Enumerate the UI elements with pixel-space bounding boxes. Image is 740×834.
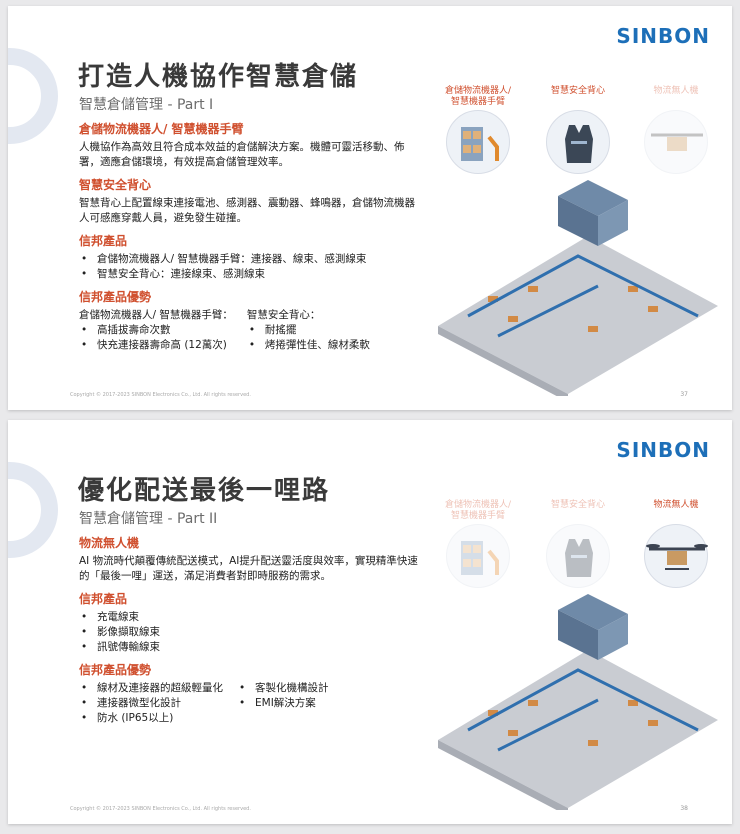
decorative-ring — [8, 462, 58, 558]
list-item: 烤捲彈性佳、線材柔軟 — [247, 338, 370, 353]
advantage-columns: 線材及連接器的超級輕量化 連接器微型化設計 防水 (IP65以上) 客製化機構設… — [79, 681, 419, 726]
slide-part-1: SINBON 打造人機協作智慧倉儲 智慧倉儲管理 - Part I 倉儲物流機器… — [8, 6, 732, 410]
page-number: 37 — [680, 391, 688, 398]
list-item: 影像擷取線束 — [79, 625, 419, 640]
advantage-column: 客製化機構設計 EMI解決方案 — [237, 681, 329, 726]
slide-subtitle: 智慧倉儲管理 - Part II — [79, 511, 218, 527]
sinbon-logo: SINBON — [616, 24, 710, 48]
advantage-list: 線材及連接器的超級輕量化 連接器微型化設計 防水 (IP65以上) — [79, 681, 223, 726]
copyright: Copyright © 2017-2023 SINBON Electronics… — [70, 806, 251, 812]
list-item: 快充連接器壽命高 (12萬次) — [79, 338, 233, 353]
robot-arm-shelf-icon — [446, 110, 510, 174]
product-list: 充電線束 影像擷取線束 訊號傳輸線束 — [79, 610, 419, 655]
category-safety-vest: 智慧安全背心 — [533, 86, 623, 174]
category-label: 物流無人機 — [653, 500, 699, 510]
sinbon-logo: SINBON — [616, 438, 710, 462]
category-icons: 倉儲物流機器人/ 智慧機器手臂 智慧安全背心 物流無人機 — [433, 500, 723, 588]
slide-part-2: SINBON 優化配送最後一哩路 智慧倉儲管理 - Part II 物流無人機 … — [8, 420, 732, 824]
list-item: 耐搖擺 — [247, 323, 370, 338]
advantage-list: 高插拔壽命次數 快充連接器壽命高 (12萬次) — [79, 323, 233, 353]
section-title: 智慧安全背心 — [79, 178, 152, 192]
category-label: 智慧安全背心 — [550, 86, 605, 96]
advantage-columns: 倉儲物流機器人/ 智慧機器手臂： 高插拔壽命次數 快充連接器壽命高 (12萬次)… — [79, 308, 419, 353]
category-label: 倉儲物流機器人/ 智慧機器手臂 — [444, 86, 512, 107]
drone-icon — [644, 110, 708, 174]
category-robot-arm: 倉儲物流機器人/ 智慧機器手臂 — [433, 86, 523, 174]
warehouse-illustration — [428, 166, 726, 402]
list-item: 線材及連接器的超級輕量化 — [79, 681, 223, 696]
section-title: 倉儲物流機器人/ 智慧機器手臂 — [79, 122, 244, 136]
slide-title: 優化配送最後一哩路 — [78, 476, 331, 506]
category-drone: 物流無人機 — [631, 86, 721, 174]
advantage-list: 耐搖擺 烤捲彈性佳、線材柔軟 — [247, 323, 370, 353]
section-title: 信邦產品優勢 — [79, 663, 152, 677]
decorative-ring — [8, 48, 58, 144]
slide-title: 打造人機協作智慧倉儲 — [78, 62, 359, 92]
list-item: 連接器微型化設計 — [79, 696, 223, 711]
category-drone: 物流無人機 — [631, 500, 721, 588]
category-icons: 倉儲物流機器人/ 智慧機器手臂 智慧安全背心 物流無人機 — [433, 86, 723, 174]
category-label: 倉儲物流機器人/ 智慧機器手臂 — [444, 500, 512, 521]
copyright: Copyright © 2017-2023 SINBON Electronics… — [70, 392, 251, 398]
list-item: 客製化機構設計 — [237, 681, 329, 696]
page-number: 38 — [680, 805, 688, 812]
category-label: 物流無人機 — [653, 86, 699, 96]
safety-vest-icon — [546, 110, 610, 174]
advantage-list: 客製化機構設計 EMI解決方案 — [237, 681, 329, 711]
column-heading: 智慧安全背心： — [246, 309, 321, 321]
safety-vest-icon — [546, 524, 610, 588]
section-text: 人機協作為高效且符合成本效益的倉儲解決方案。機體可靈活移動、佈署，適應倉儲環境，… — [79, 141, 405, 168]
slide-subtitle: 智慧倉儲管理 - Part I — [79, 97, 214, 113]
section-title: 信邦產品 — [79, 592, 128, 606]
section-title: 信邦產品 — [79, 234, 128, 248]
slide-content: 倉儲物流機器人/ 智慧機器手臂 人機協作為高效且符合成本效益的倉儲解決方案。機體… — [79, 122, 419, 353]
section-title: 物流無人機 — [79, 536, 140, 550]
category-robot-arm: 倉儲物流機器人/ 智慧機器手臂 — [433, 500, 523, 588]
product-list: 倉儲物流機器人/ 智慧機器手臂：連接器、線束、感測線束 智慧安全背心：連接線束、… — [79, 252, 419, 282]
section-title: 信邦產品優勢 — [79, 290, 152, 304]
list-item: EMI解決方案 — [237, 696, 329, 711]
list-item: 高插拔壽命次數 — [79, 323, 233, 338]
list-item: 充電線束 — [79, 610, 419, 625]
section-text: AI 物流時代顛覆傳統配送模式，AI提升配送靈活度與效率，實現精準快速的「最後一… — [79, 555, 418, 582]
advantage-column: 倉儲物流機器人/ 智慧機器手臂： 高插拔壽命次數 快充連接器壽命高 (12萬次) — [79, 308, 233, 353]
list-item: 防水 (IP65以上) — [79, 711, 223, 726]
section-text: 智慧背心上配置線束連接電池、感測器、震動器、蜂鳴器，倉儲物流機器人可感應穿戴人員… — [79, 197, 415, 224]
list-item: 訊號傳輸線束 — [79, 640, 419, 655]
column-heading: 倉儲物流機器人/ 智慧機器手臂： — [79, 309, 233, 321]
advantage-column: 智慧安全背心： 耐搖擺 烤捲彈性佳、線材柔軟 — [247, 308, 370, 353]
robot-arm-shelf-icon — [446, 524, 510, 588]
list-item: 智慧安全背心：連接線束、感測線束 — [79, 267, 419, 282]
list-item: 倉儲物流機器人/ 智慧機器手臂：連接器、線束、感測線束 — [79, 252, 419, 267]
slide-content: 物流無人機 AI 物流時代顛覆傳統配送模式，AI提升配送靈活度與效率，實現精準快… — [79, 536, 419, 726]
category-label: 智慧安全背心 — [550, 500, 605, 510]
drone-icon — [644, 524, 708, 588]
category-safety-vest: 智慧安全背心 — [533, 500, 623, 588]
warehouse-illustration — [428, 580, 726, 816]
advantage-column: 線材及連接器的超級輕量化 連接器微型化設計 防水 (IP65以上) — [79, 681, 223, 726]
